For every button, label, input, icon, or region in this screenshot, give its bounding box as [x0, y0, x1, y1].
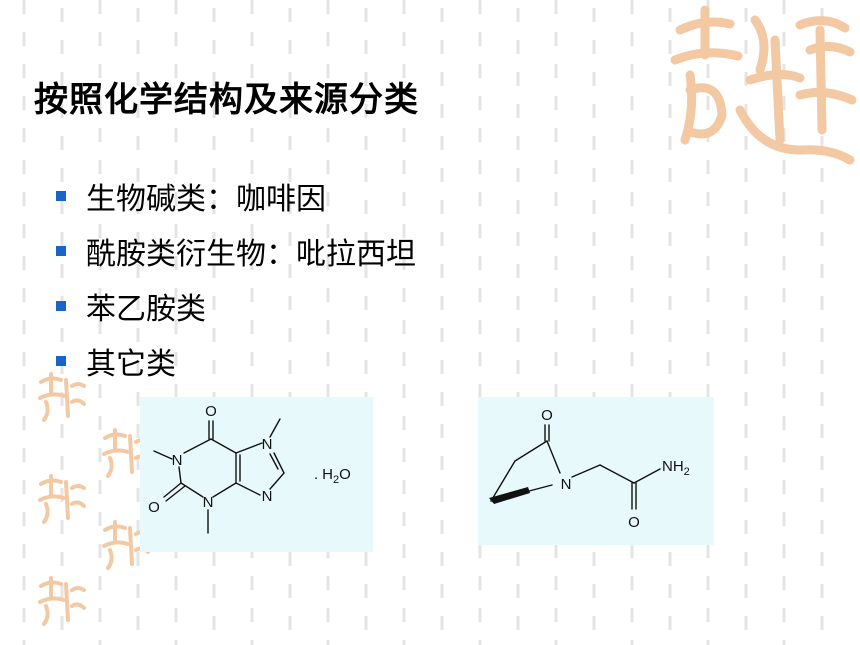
bullet-text: 苯乙胺类	[86, 291, 206, 327]
list-item: 酰胺类衍生物：吡拉西坦	[56, 223, 416, 278]
list-item: 生物碱类：咖啡因	[56, 168, 416, 223]
piracetam-structure-diagram: O N O NH2	[489, 407, 690, 531]
hydrate-label: .H2O	[314, 466, 351, 486]
square-bullet-icon	[56, 355, 66, 366]
atom-label: N	[203, 494, 214, 511]
atom-label: O	[628, 514, 640, 531]
square-bullet-icon	[56, 190, 66, 201]
bullet-text: 生物碱类：咖啡因	[86, 181, 326, 217]
amine-label: NH2	[662, 458, 690, 478]
bullet-text: 其它类	[86, 346, 176, 382]
atom-label: O	[205, 403, 217, 420]
piracetam-structure-panel: O N O NH2	[478, 397, 714, 545]
atom-label: N	[561, 476, 572, 493]
atom-label: N	[172, 452, 183, 469]
small-seal-icon	[38, 372, 86, 422]
list-item: 其它类	[56, 333, 416, 388]
slide-title: 按照化学结构及来源分类	[34, 80, 419, 120]
square-bullet-icon	[56, 245, 66, 256]
atom-label: N	[262, 436, 273, 453]
calligraphy-seal-icon	[670, 5, 857, 165]
atom-label: N	[262, 488, 273, 505]
list-item: 苯乙胺类	[56, 278, 416, 333]
small-seal-icon	[38, 576, 86, 626]
caffeine-structure-diagram: O N O N N N .H2O	[148, 403, 351, 534]
bullet-text: 酰胺类衍生物：吡拉西坦	[86, 236, 416, 272]
atom-label: O	[148, 499, 160, 516]
square-bullet-icon	[56, 300, 66, 311]
atom-label: O	[541, 407, 553, 424]
wedge-bond	[489, 487, 530, 504]
bullet-list: 生物碱类：咖啡因 酰胺类衍生物：吡拉西坦 苯乙胺类 其它类	[56, 168, 416, 388]
caffeine-structure-panel: O N O N N N .H2O	[140, 397, 373, 552]
small-seal-icon	[38, 474, 86, 524]
